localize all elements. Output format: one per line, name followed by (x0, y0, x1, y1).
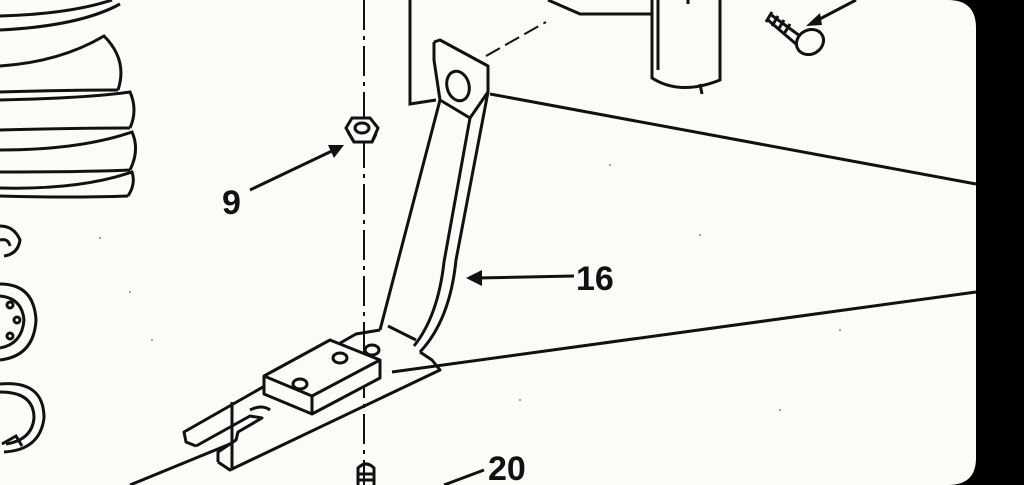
bolt-icon (356, 462, 376, 485)
paper-speckle (99, 164, 841, 411)
angle-bracket-icon (182, 38, 490, 472)
screw-icon (764, 11, 826, 57)
paper-sheet (0, 0, 976, 485)
clamp-icon (0, 224, 22, 258)
callout-label-16: 16 (576, 260, 614, 298)
callout-arrow-16 (466, 270, 575, 286)
snap-ring-icon (0, 382, 46, 454)
leader-lines (129, 92, 977, 485)
housing-centerline (485, 21, 547, 57)
callout-label-9: 9 (222, 184, 241, 222)
housing-icon (408, 0, 722, 106)
callout-arrow-20 (443, 468, 485, 485)
callout-label-20: 20 (488, 450, 526, 485)
callout-arrow-9 (249, 145, 344, 192)
bearing-icon (0, 282, 38, 362)
screw-arrow (806, 0, 857, 26)
hex-nut-icon (344, 116, 380, 144)
pulley-icon (0, 0, 137, 199)
